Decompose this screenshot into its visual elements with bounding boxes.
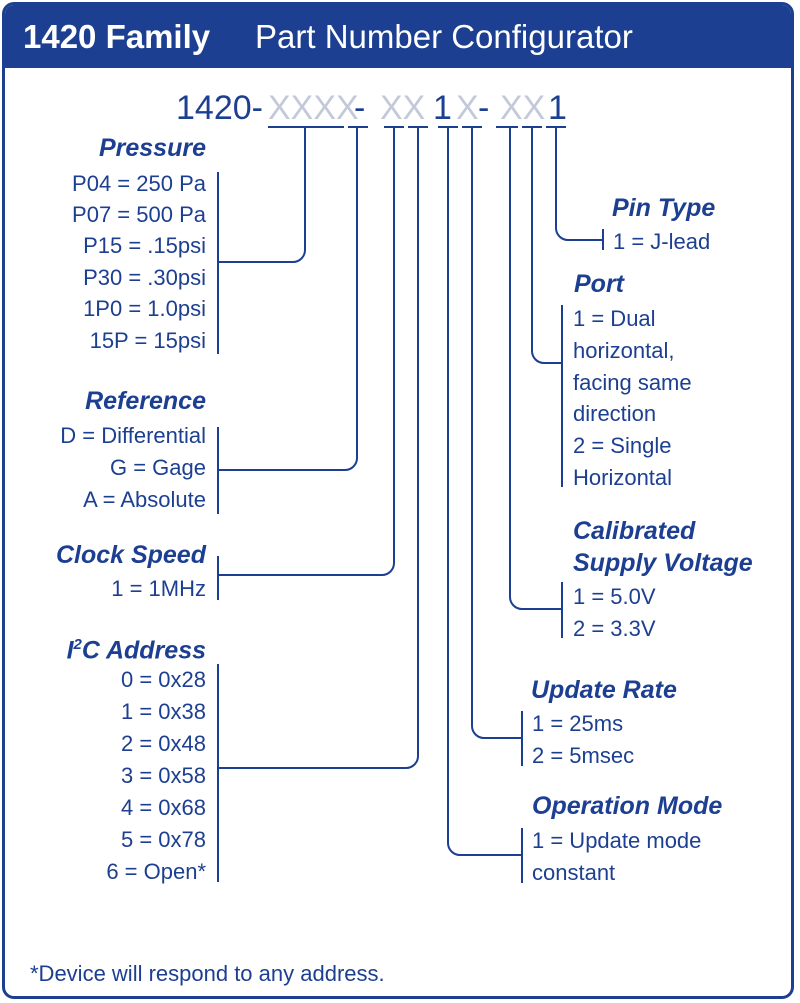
port-option: 1 = Dual bbox=[573, 306, 656, 331]
supply-voltage-option: 2 = 3.3V bbox=[573, 616, 656, 641]
i2c-address-option: 1 = 0x38 bbox=[120, 699, 206, 724]
pn-separator-1: - bbox=[354, 89, 366, 127]
footnote: *Device will respond to any address. bbox=[30, 961, 385, 986]
pressure-option: P15 = .15psi bbox=[83, 233, 206, 258]
operation-mode-option: constant bbox=[532, 860, 616, 885]
pin-type-option: 1 = J-lead bbox=[613, 229, 711, 254]
pressure-option: P30 = .30psi bbox=[83, 265, 206, 290]
pn-update-rate-code: X bbox=[456, 89, 479, 127]
pressure-heading: Pressure bbox=[98, 134, 206, 162]
pressure-option: P04 = 250 Pa bbox=[72, 171, 206, 196]
operation-mode-heading: Operation Mode bbox=[532, 792, 723, 820]
pn-operation-mode-code: 1 bbox=[433, 89, 452, 127]
pressure-option: 15P = 15psi bbox=[89, 328, 206, 353]
pin-type-heading: Pin Type bbox=[612, 194, 716, 222]
port-option: facing same bbox=[573, 370, 692, 395]
pn-pressure-code: XXXX bbox=[268, 89, 359, 127]
reference-option: D = Differential bbox=[60, 423, 206, 448]
header-title-bold: 1420 Family bbox=[23, 18, 211, 55]
pn-ref-clock-i2c-code: XX bbox=[380, 89, 426, 127]
header-bar: 1420 Family Part Number Configurator bbox=[5, 5, 791, 68]
reference-option: G = Gage bbox=[109, 455, 206, 480]
pn-pin-type-code: 1 bbox=[548, 89, 567, 127]
i2c-address-heading: I2C Address bbox=[66, 636, 206, 665]
pn-separator-2: - bbox=[478, 89, 490, 127]
port-option: 2 = Single bbox=[573, 433, 672, 458]
i2c-address-option: 6 = Open* bbox=[106, 859, 206, 884]
clock-speed-heading: Clock Speed bbox=[55, 541, 206, 569]
port-heading: Port bbox=[574, 270, 624, 298]
clock-speed-option: 1 = 1MHz bbox=[111, 576, 206, 601]
pn-prefix: 1420- bbox=[176, 89, 263, 127]
reference-heading: Reference bbox=[85, 387, 206, 415]
update-rate-heading: Update Rate bbox=[531, 676, 677, 704]
port-option: direction bbox=[573, 401, 657, 426]
i2c-address-option: 2 = 0x48 bbox=[120, 731, 206, 756]
i2c-address-option: 4 = 0x68 bbox=[120, 795, 206, 820]
operation-mode-option: 1 = Update mode bbox=[532, 828, 702, 853]
i2c-address-option: 5 = 0x78 bbox=[120, 827, 206, 852]
port-option: Horizontal bbox=[573, 465, 673, 490]
supply-voltage-heading-line2: Supply Voltage bbox=[573, 549, 753, 577]
reference-option: A = Absolute bbox=[83, 487, 206, 512]
update-rate-option: 1 = 25ms bbox=[532, 711, 624, 736]
update-rate-option: 2 = 5msec bbox=[532, 743, 635, 768]
pressure-option: 1P0 = 1.0psi bbox=[83, 296, 206, 321]
i2c-address-option: 3 = 0x58 bbox=[120, 763, 206, 788]
header-title-rest: Part Number Configurator bbox=[255, 18, 633, 55]
supply-voltage-option: 1 = 5.0V bbox=[573, 584, 656, 609]
pressure-option: P07 = 500 Pa bbox=[72, 202, 206, 227]
supply-voltage-heading-line1: Calibrated bbox=[573, 517, 696, 545]
port-option: horizontal, bbox=[573, 338, 675, 363]
i2c-address-option: 0 = 0x28 bbox=[120, 667, 206, 692]
pn-voltage-port-code: XX bbox=[500, 89, 546, 127]
